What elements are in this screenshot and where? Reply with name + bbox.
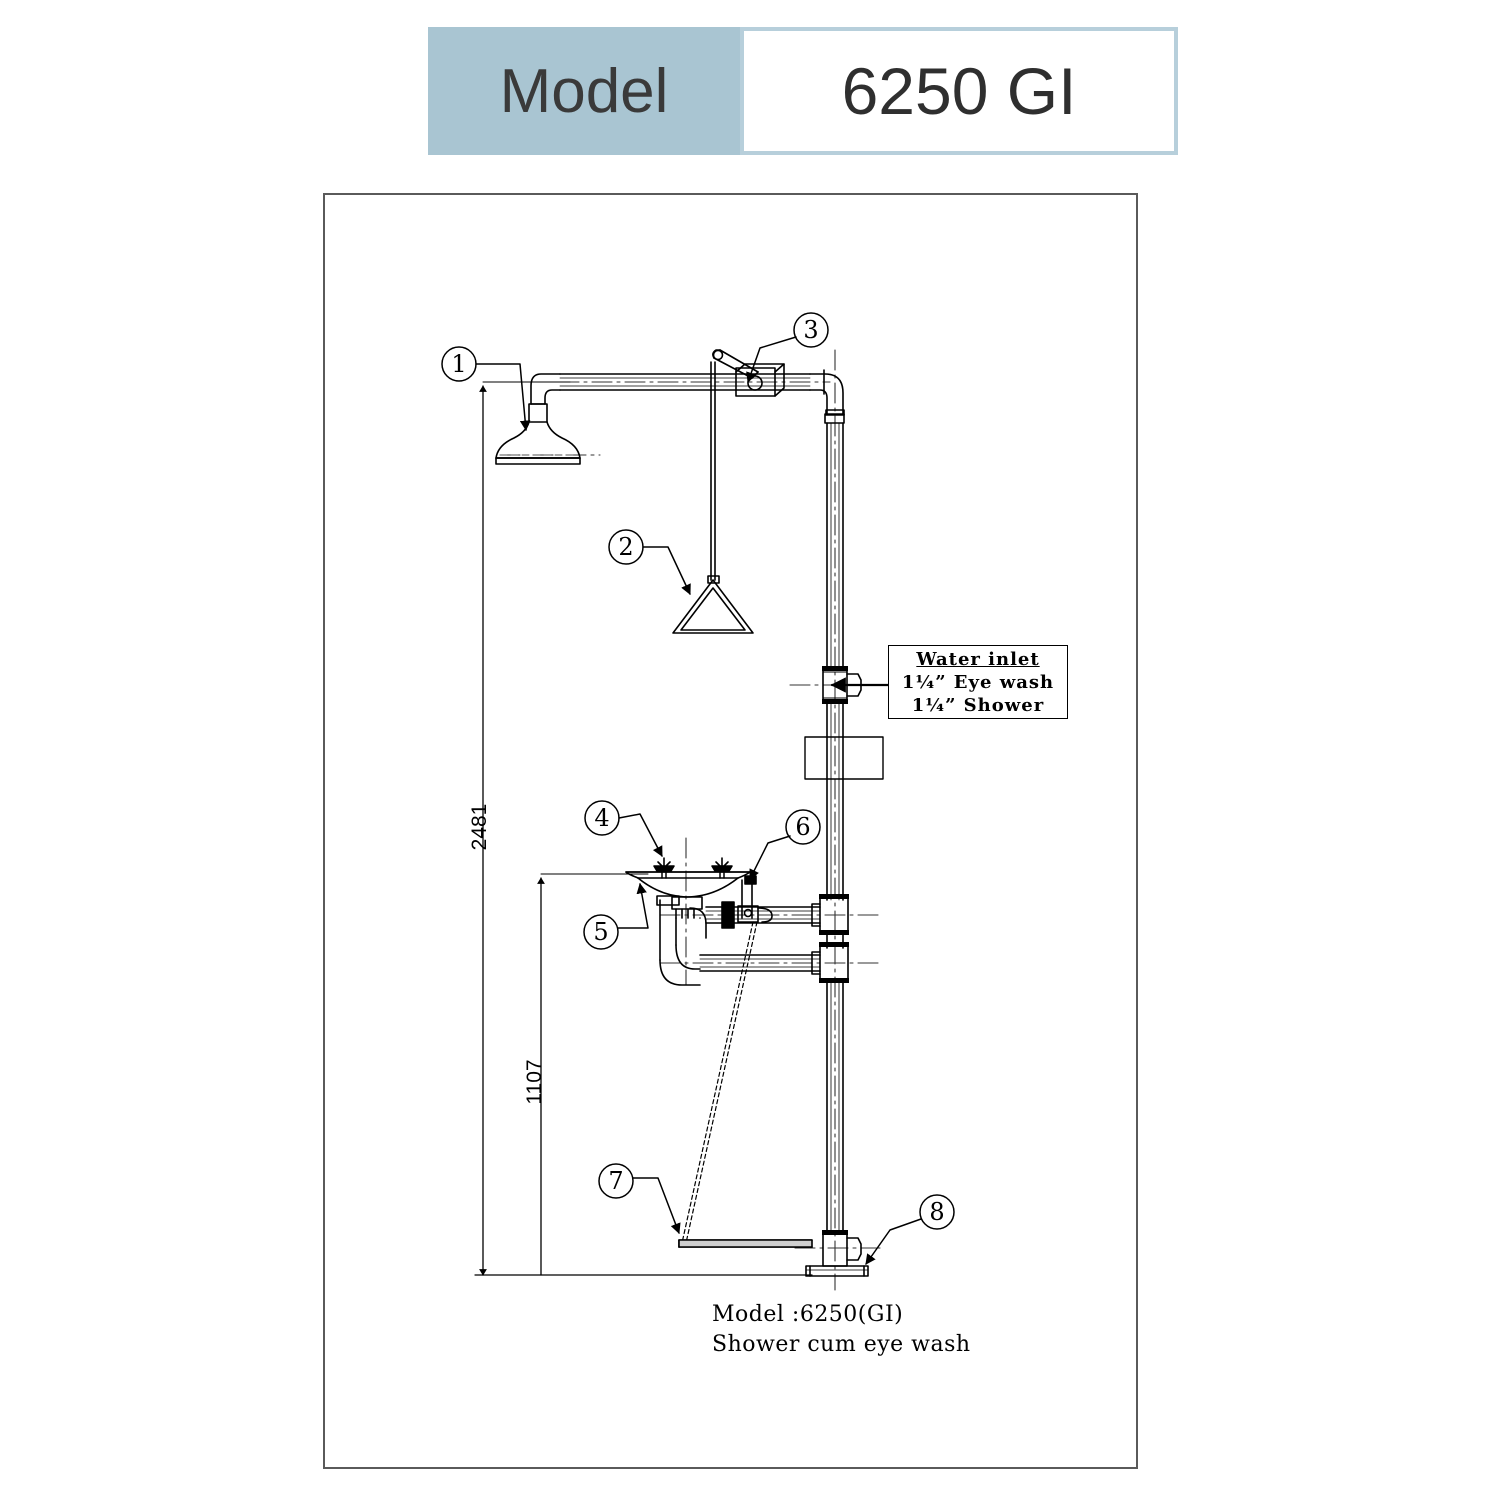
callout-4-label: 4 [594, 804, 610, 832]
callout-6-label: 6 [795, 813, 811, 841]
callout-5-label: 5 [593, 918, 609, 946]
water-inlet-title: Water inlet [916, 649, 1040, 670]
dimension-label-overall-height: 2481 [468, 803, 491, 851]
model-value-cell: 6250 GI [740, 27, 1178, 155]
dimension-label-eyewash-height: 1107 [523, 1059, 546, 1105]
model-header: Model 6250 GI [428, 27, 1178, 155]
water-inlet-shower-size: 1¼” Shower [911, 695, 1045, 716]
model-label-text: Model [499, 56, 669, 126]
model-value-text: 6250 GI [841, 54, 1077, 128]
drawing-frame [323, 193, 1138, 1469]
caption-description-line: Shower cum eye wash [712, 1332, 971, 1357]
callout-1-label: 1 [451, 350, 467, 378]
caption-model-line: Model :6250(GI) [712, 1302, 904, 1327]
drawing-caption: Model :6250(GI) Shower cum eye wash [712, 1300, 971, 1360]
callout-3-label: 3 [803, 316, 819, 344]
callout-2-label: 2 [618, 533, 634, 561]
water-inlet-note: Water inlet 1¼” Eye wash 1¼” Shower [888, 645, 1068, 719]
water-inlet-eyewash-size: 1¼” Eye wash [901, 672, 1055, 693]
callout-7-label: 7 [608, 1167, 624, 1195]
callout-8-label: 8 [929, 1198, 945, 1226]
model-label-cell: Model [428, 27, 740, 155]
